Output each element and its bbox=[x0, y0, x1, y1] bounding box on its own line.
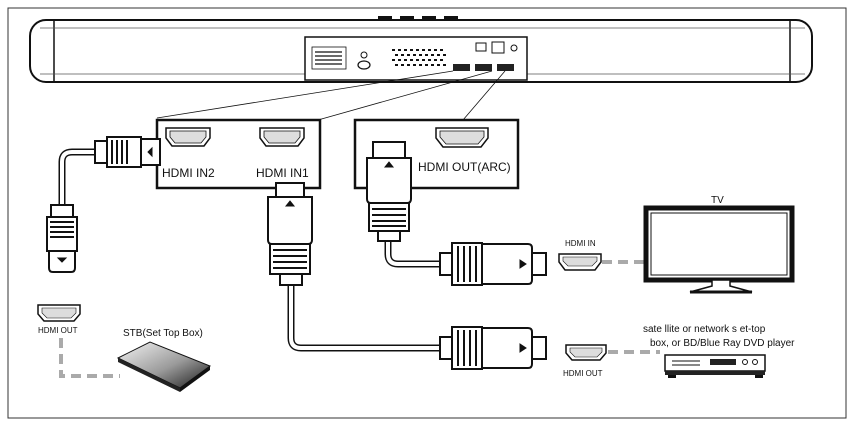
stb-port-label: HDMI OUT bbox=[38, 326, 78, 335]
player-title-line2: box, or BD/Blue Ray DVD player bbox=[650, 338, 795, 349]
cables bbox=[58, 148, 444, 352]
tv-title: TV bbox=[711, 195, 724, 206]
connector-arc bbox=[366, 141, 412, 242]
hdmi-in1-port bbox=[259, 127, 305, 147]
hdmi-input-panel: HDMI IN2 HDMI IN1 bbox=[155, 118, 322, 190]
tv-device bbox=[643, 205, 795, 294]
player-hdmi-port bbox=[565, 344, 607, 361]
hdmi-output-panel: HDMI OUT(ARC) bbox=[353, 118, 520, 190]
soundbar-rear-panel bbox=[304, 36, 528, 81]
hdmi-in1-label: HDMI IN1 bbox=[256, 166, 309, 180]
connector-stb-out bbox=[46, 204, 78, 273]
callout-lines bbox=[156, 70, 506, 121]
player-port-label: HDMI OUT bbox=[563, 369, 603, 378]
diagram-frame bbox=[7, 7, 847, 419]
hdmi-in2-label: HDMI IN2 bbox=[162, 166, 215, 180]
stb-device bbox=[116, 341, 212, 392]
hdmi-in2-port bbox=[165, 127, 211, 147]
soundbar-top-buttons bbox=[378, 16, 458, 20]
hdmi-out-arc-label: HDMI OUT(ARC) bbox=[418, 160, 511, 174]
stb-title: STB(Set Top Box) bbox=[123, 328, 203, 339]
connector-in1 bbox=[267, 182, 313, 286]
soundbar bbox=[29, 16, 813, 83]
connector-player bbox=[439, 326, 547, 370]
dashed-links bbox=[59, 260, 660, 378]
tv-hdmi-port bbox=[558, 253, 602, 271]
hdmi-out-arc-port bbox=[435, 127, 489, 148]
tv-port-label: HDMI IN bbox=[565, 239, 596, 248]
connector-tv bbox=[439, 242, 547, 286]
connector-stb-in2 bbox=[94, 136, 161, 168]
rear-hdmi-ports bbox=[453, 64, 514, 71]
player-title-line1: sate llite or network s et-top bbox=[643, 324, 766, 335]
vent-grille bbox=[390, 47, 450, 73]
player-device bbox=[664, 354, 766, 378]
stb-hdmi-port bbox=[37, 304, 81, 322]
